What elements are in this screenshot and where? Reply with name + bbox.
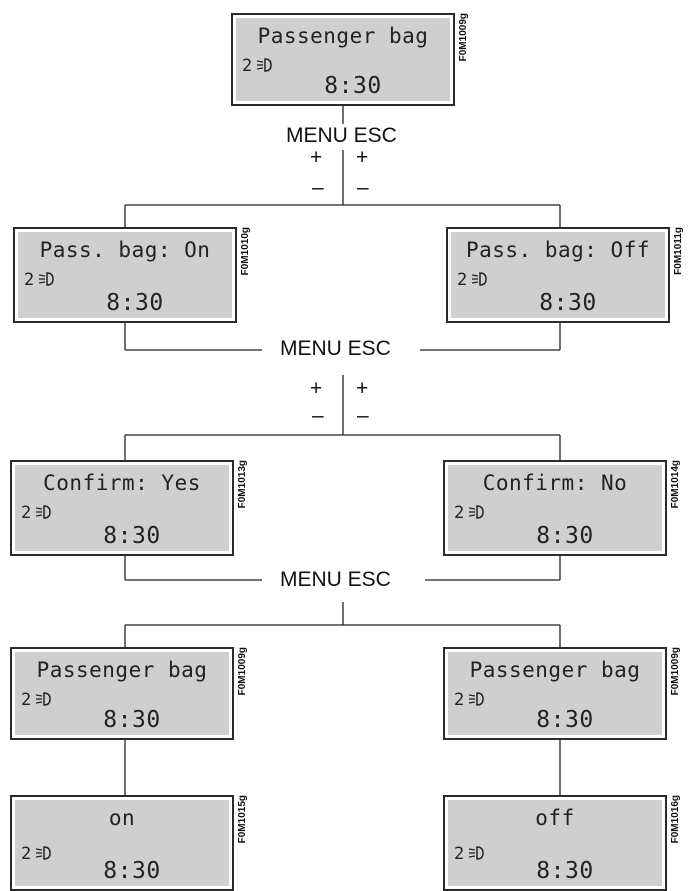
minus-sign: – — [357, 176, 369, 199]
display-message: Pass. bag: Off — [465, 238, 650, 262]
figure-code: F0M1013g — [237, 460, 248, 509]
gear-indicator: 2 — [24, 270, 56, 290]
display-passenger-bag-result-left: Passenger bag 2 8:30 — [10, 647, 234, 740]
display-pass-bag-off: Pass. bag: Off 2 8:30 — [446, 227, 670, 323]
display-message: Confirm: No — [482, 471, 628, 495]
headlamp-icon — [36, 846, 52, 860]
clock-time: 8:30 — [103, 523, 161, 549]
headlamp-icon — [257, 58, 273, 72]
gear-indicator: 2 — [21, 844, 53, 864]
clock-time: 8:30 — [536, 858, 594, 884]
menu-esc-label: MENU ESC — [274, 337, 397, 361]
headlamp-icon — [36, 692, 52, 706]
menu-esc-label: MENU ESC — [280, 124, 403, 148]
display-message: on — [108, 806, 136, 830]
display-off: off 2 8:30 — [443, 795, 667, 891]
figure-code: F0M1009g — [237, 647, 248, 696]
headlamp-icon — [36, 505, 52, 519]
minus-sign: – — [357, 404, 369, 427]
display-passenger-bag-top: Passenger bag 2 8:30 — [231, 13, 455, 106]
gear-indicator: 2 — [454, 690, 486, 710]
figure-code: F0M1009g — [670, 647, 681, 696]
headlamp-icon — [469, 692, 485, 706]
clock-time: 8:30 — [539, 290, 597, 316]
plus-sign: + — [356, 146, 369, 169]
plus-sign: + — [310, 146, 323, 169]
display-confirm-yes: Confirm: Yes 2 8:30 — [10, 460, 234, 556]
display-message: Pass. bag: On — [39, 238, 211, 262]
clock-time: 8:30 — [324, 73, 382, 99]
gear-indicator: 2 — [457, 270, 489, 290]
figure-code: F0M1016g — [670, 795, 681, 844]
clock-time: 8:30 — [536, 707, 594, 733]
gear-indicator: 2 — [454, 503, 486, 523]
figure-code: F0M1015g — [237, 795, 248, 844]
plus-sign: + — [356, 377, 369, 400]
display-message: Passenger bag — [36, 658, 208, 682]
clock-time: 8:30 — [536, 523, 594, 549]
headlamp-icon — [469, 846, 485, 860]
display-message: Passenger bag — [257, 24, 429, 48]
menu-esc-label: MENU ESC — [274, 568, 397, 592]
display-message: off — [535, 806, 575, 830]
clock-time: 8:30 — [103, 858, 161, 884]
figure-code: F0M1010g — [240, 227, 251, 276]
gear-indicator: 2 — [454, 844, 486, 864]
plus-sign: + — [310, 377, 323, 400]
figure-code: F0M1009g — [458, 13, 469, 62]
gear-indicator: 2 — [21, 690, 53, 710]
display-pass-bag-on: Pass. bag: On 2 8:30 — [13, 227, 237, 323]
headlamp-icon — [469, 505, 485, 519]
display-on: on 2 8:30 — [10, 795, 234, 891]
gear-indicator: 2 — [21, 503, 53, 523]
clock-time: 8:30 — [103, 707, 161, 733]
gear-indicator: 2 — [242, 56, 274, 76]
minus-sign: – — [312, 404, 324, 427]
minus-sign: – — [312, 176, 324, 199]
display-message: Passenger bag — [469, 658, 641, 682]
headlamp-icon — [39, 272, 55, 286]
figure-code: F0M1011g — [673, 227, 684, 275]
clock-time: 8:30 — [106, 290, 164, 316]
display-message: Confirm: Yes — [43, 471, 201, 495]
display-confirm-no: Confirm: No 2 8:30 — [443, 460, 667, 556]
headlamp-icon — [472, 272, 488, 286]
figure-code: F0M1014g — [670, 460, 681, 509]
display-passenger-bag-result-right: Passenger bag 2 8:30 — [443, 647, 667, 740]
